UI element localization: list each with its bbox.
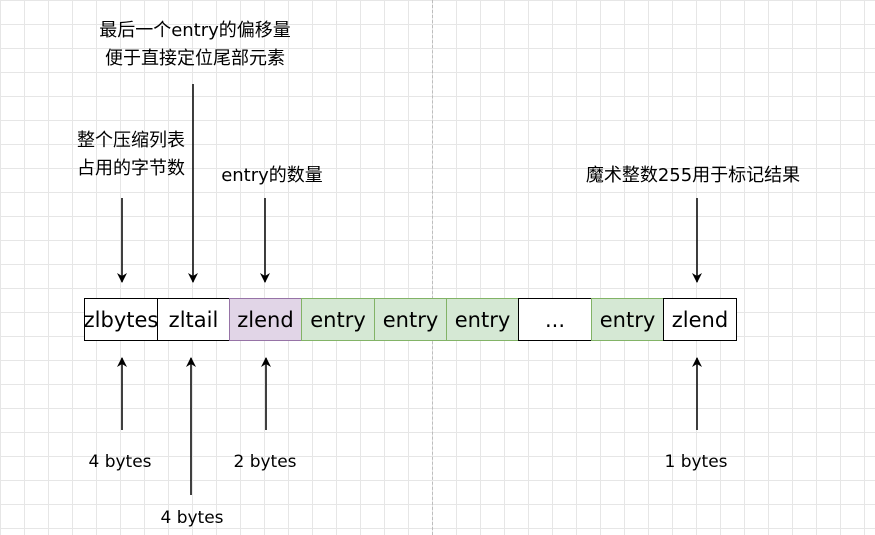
cell-entry-3: entry <box>446 298 519 341</box>
cell-entry-1: entry <box>301 298 375 341</box>
cell-zlend: zlend <box>663 298 737 341</box>
page-divider <box>432 0 433 535</box>
zllen-size: 2 bytes <box>233 452 297 472</box>
zltail-description-line2: 便于直接定位尾部元素 <box>105 48 285 69</box>
zllen-description: entry的数量 <box>221 165 323 186</box>
zltail-description-line1: 最后一个entry的偏移量 <box>99 20 291 41</box>
cell-ellipsis: ... <box>518 298 592 341</box>
zlend-size: 1 bytes <box>664 452 728 472</box>
cell-entry-2: entry <box>374 298 447 341</box>
zltail-size: 4 bytes <box>160 508 224 528</box>
zlbytes-description: 整个压缩列表 占用的字节数 <box>77 127 185 183</box>
cell-zllen: zlend <box>229 298 302 341</box>
zlbytes-size: 4 bytes <box>88 452 152 472</box>
zlend-description: 魔术整数255用于标记结果 <box>585 165 801 186</box>
zlbytes-description-line2: 占用的字节数 <box>77 158 185 179</box>
cell-zlbytes: zlbytes <box>84 298 158 341</box>
cell-zltail: zltail <box>157 298 230 341</box>
zltail-description: 最后一个entry的偏移量 便于直接定位尾部元素 <box>99 17 291 73</box>
cell-entry-last: entry <box>591 298 664 341</box>
zlbytes-description-line1: 整个压缩列表 <box>77 130 185 151</box>
